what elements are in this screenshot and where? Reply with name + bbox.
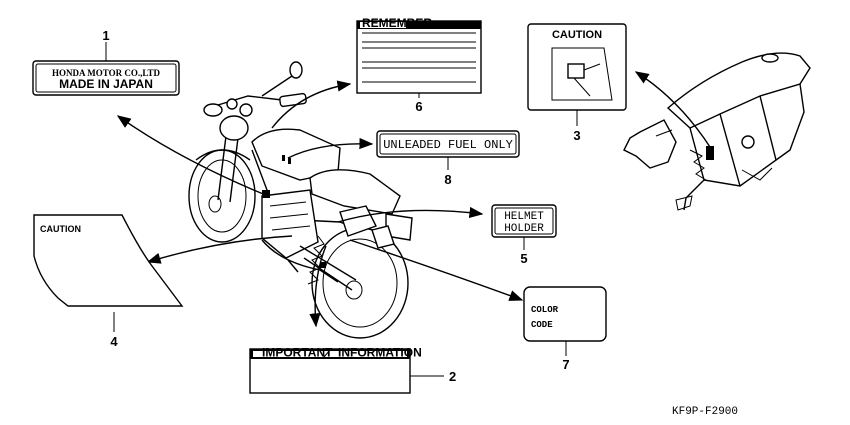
helmet-label-line1: HELMET — [504, 211, 544, 223]
remember-title: REMEMBER — [362, 16, 432, 30]
important-header-left: IMPORTANT — [262, 346, 333, 360]
caution-frame-title: CAUTION — [552, 29, 602, 41]
frame-drawing — [623, 52, 811, 211]
motorcycle-drawing — [188, 61, 413, 339]
caution-side-title: CAUTION — [40, 224, 81, 234]
label-honda-motor: HONDA MOTOR CO.,LTD MADE IN JAPAN 1 — [32, 28, 180, 96]
callout-number-1: 1 — [102, 28, 109, 43]
label-caution-side: CAUTION 4 — [33, 214, 184, 349]
callout-number-5: 5 — [520, 251, 527, 266]
honda-label-line2: MADE IN JAPAN — [59, 77, 153, 91]
label-unleaded-fuel: UNLEADED FUEL ONLY 8 — [376, 130, 520, 187]
honda-label-line1: HONDA MOTOR CO.,LTD — [52, 68, 161, 78]
callout-number-6: 6 — [415, 99, 422, 114]
important-header-right: INFORMATION — [338, 346, 422, 360]
callout-number-7: 7 — [562, 357, 569, 372]
leader-arrows — [116, 71, 713, 328]
diagram-code: KF9P-F2900 — [672, 406, 738, 418]
label-helmet-holder: HELMET HOLDER 5 — [491, 204, 557, 266]
label-caution-frame: CAUTION 3 — [527, 23, 627, 143]
callout-number-3: 3 — [573, 128, 580, 143]
label-color-code: COLOR CODE 7 — [523, 286, 607, 372]
callout-number-4: 4 — [110, 334, 118, 349]
color-code-line2: CODE — [531, 320, 553, 330]
callout-number-8: 8 — [444, 172, 451, 187]
label-important-information: IMPORTANT INFORMATION 2 — [249, 346, 456, 394]
callout-number-2: 2 — [449, 369, 456, 384]
color-code-line1: COLOR — [531, 305, 559, 315]
label-remember: REMEMBER 6 — [356, 16, 482, 114]
helmet-label-line2: HOLDER — [504, 223, 544, 235]
fuel-label-text: UNLEADED FUEL ONLY — [383, 138, 513, 152]
